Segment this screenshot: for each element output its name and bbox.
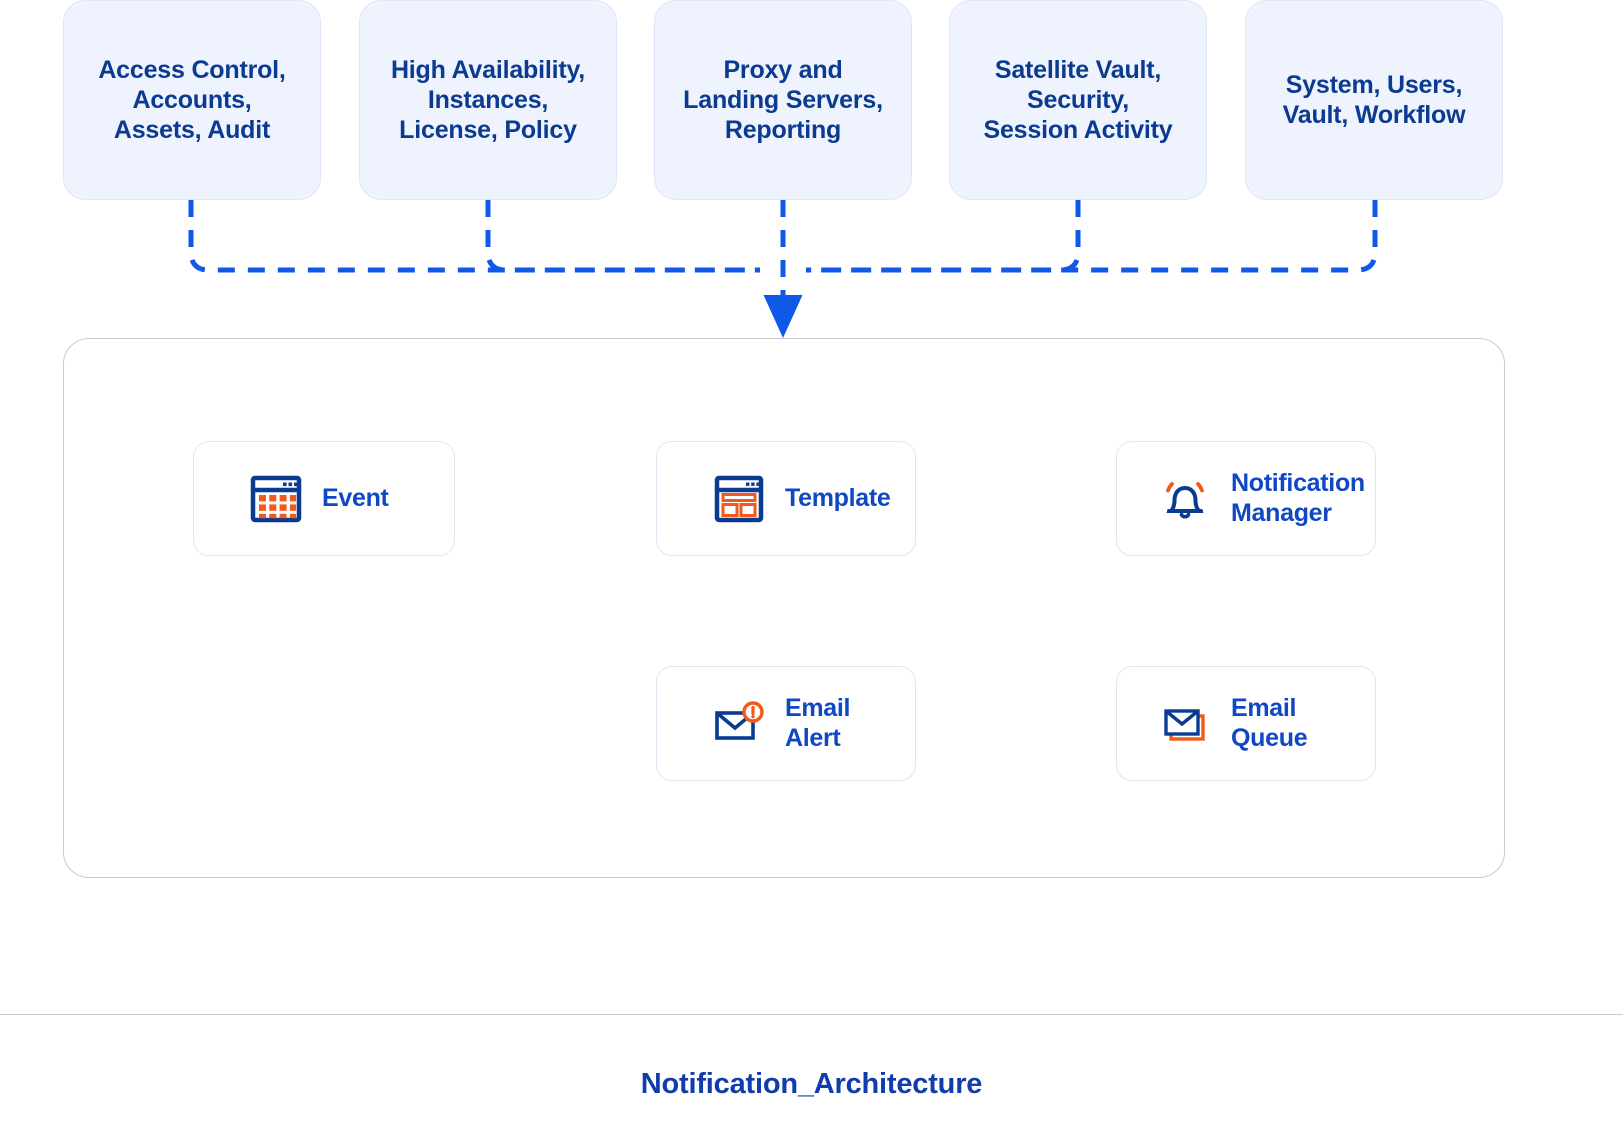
source-box-label: System, Users, Vault, Workflow — [1282, 71, 1466, 129]
node-card-email-queue[interactable]: Email Queue — [1116, 666, 1376, 781]
source-box-label: Satellite Vault, Security, Session Activ… — [983, 56, 1173, 144]
node-card-label: Email Queue — [1231, 694, 1308, 752]
source-box-label: Proxy and Landing Servers, Reporting — [683, 56, 883, 144]
source-box-satellite-vault[interactable]: Satellite Vault, Security, Session Activ… — [949, 0, 1207, 200]
node-card-label: Event — [322, 483, 389, 512]
node-card-label: Email Alert — [785, 694, 851, 752]
bell-icon — [1166, 481, 1204, 519]
source-box-label: Access Control, Accounts, Assets, Audit — [98, 56, 286, 144]
email-alert-icon — [715, 700, 764, 740]
calendar-icon — [250, 475, 302, 522]
connector-system-users-drop — [806, 200, 1378, 273]
node-card-label: Notification Manager — [1231, 469, 1365, 527]
node-card-notification-manager[interactable]: Notification Manager — [1116, 441, 1376, 556]
connector-satellite-vault-drop — [806, 200, 1081, 273]
source-box-high-availability[interactable]: High Availability, Instances, License, P… — [359, 0, 617, 200]
email-queue-icon — [1164, 708, 1205, 741]
node-card-label: Template — [785, 483, 891, 512]
source-box-system-users[interactable]: System, Users, Vault, Workflow — [1245, 0, 1503, 200]
notification-architecture-container: Event Template — [63, 338, 1505, 878]
source-box-access-control[interactable]: Access Control, Accounts, Assets, Audit — [63, 0, 321, 200]
connector-high-availability-drop — [485, 200, 760, 273]
footer-divider — [0, 1014, 1623, 1015]
template-window-icon — [714, 475, 764, 522]
source-box-label: High Availability, Instances, License, P… — [390, 56, 586, 144]
node-card-template[interactable]: Template — [656, 441, 916, 556]
node-card-email-alert[interactable]: Email Alert — [656, 666, 916, 781]
source-box-proxy-landing[interactable]: Proxy and Landing Servers, Reporting — [654, 0, 912, 200]
figure-caption: Notification_Architecture — [640, 1068, 983, 1100]
node-card-event[interactable]: Event — [193, 441, 455, 556]
connector-access-control-drop — [188, 200, 760, 273]
